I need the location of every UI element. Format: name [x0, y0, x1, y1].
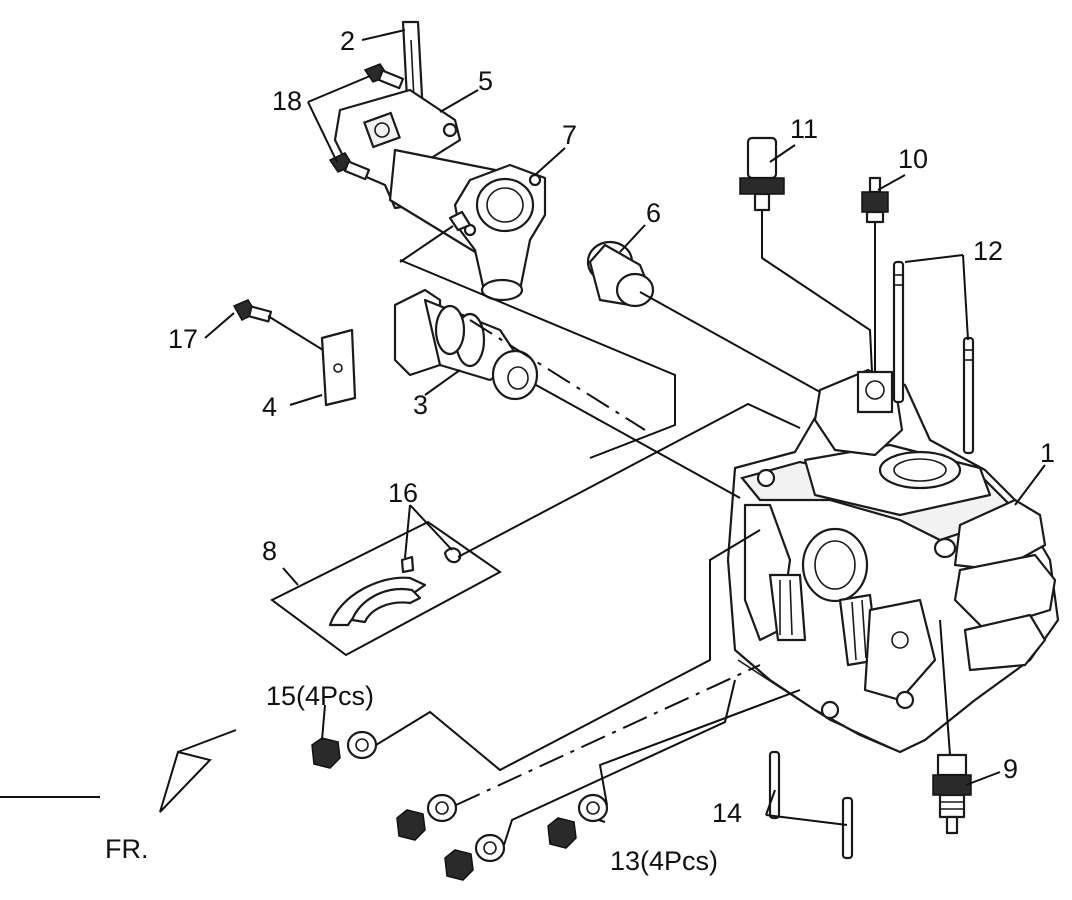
- callout-11: 11: [790, 114, 818, 144]
- callout-2: 2: [340, 26, 355, 56]
- coolant-sensor-part: [739, 136, 873, 373]
- thermostat-part: [586, 240, 655, 308]
- callout-16: 16: [388, 478, 418, 508]
- callout-14: 14: [712, 798, 742, 828]
- flange-bolt-part: [328, 63, 405, 181]
- direction-label: FR.: [105, 834, 149, 864]
- plate-part: [320, 328, 357, 407]
- assembly-lines: [267, 225, 821, 846]
- short-stud-part: [768, 750, 854, 860]
- cylinder-head-part: [726, 368, 1060, 754]
- callout-5: 5: [478, 66, 493, 96]
- callout-9: 9: [1003, 754, 1018, 784]
- nut-washer-part: [311, 730, 609, 881]
- callout-15: 15(4Pcs): [266, 681, 374, 711]
- callout-18: 18: [272, 86, 302, 116]
- bolt-part: [232, 299, 273, 323]
- callout-13: 13(4Pcs): [610, 846, 718, 876]
- temperature-sensor-part: [861, 176, 889, 372]
- water-outlet-part: [448, 163, 547, 302]
- front-direction-arrow: [0, 729, 237, 813]
- callout-12: 12: [973, 236, 1003, 266]
- callout-1: 1: [1040, 438, 1055, 468]
- callout-4: 4: [262, 392, 277, 422]
- callout-10: 10: [898, 144, 928, 174]
- callout-7: 7: [562, 120, 577, 150]
- camshaft-part: [393, 288, 539, 401]
- callout-17: 17: [168, 324, 198, 354]
- spark-plug-part: [932, 619, 972, 835]
- callout-6: 6: [646, 198, 661, 228]
- callout-8: 8: [262, 536, 277, 566]
- hose-kit-part: [270, 520, 502, 657]
- callout-3: 3: [413, 390, 428, 420]
- stud-bolt-part: [892, 260, 975, 455]
- leader-lines: [204, 29, 1046, 826]
